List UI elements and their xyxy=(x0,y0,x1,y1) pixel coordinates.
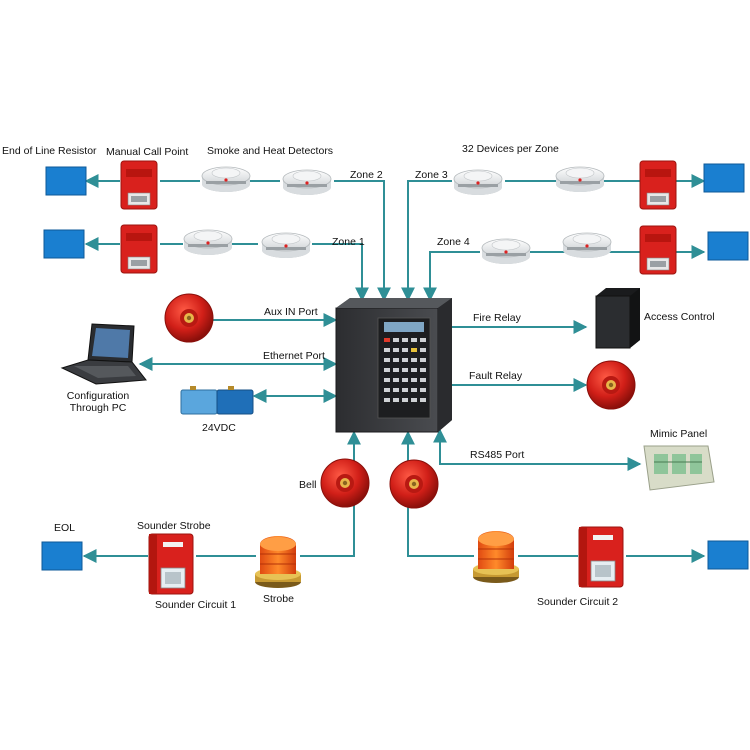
end-of-line-resistor-zone-4-icon xyxy=(707,231,749,261)
manual-call-point-zone-4-icon xyxy=(639,225,677,275)
heat-detector-zone-4-a-icon xyxy=(481,238,531,265)
zone-4-feed-line xyxy=(423,251,480,302)
zone-2-feed-line xyxy=(334,180,391,302)
sounder-circuit-2-label: Sounder Circuit 2 xyxy=(537,596,619,608)
zone-4-label: Zone 4 xyxy=(437,236,470,248)
end-of-line-resistor-zone-3-icon xyxy=(703,163,745,193)
laptop-icon xyxy=(60,323,147,385)
sounder-strobe-circuit-2-icon xyxy=(578,526,624,588)
fault-relay-bell-icon xyxy=(586,360,636,410)
heat-detector-zone-3-a-icon xyxy=(453,169,503,196)
end-of-line-resistor-sounder-circuit-2-icon xyxy=(707,540,749,570)
mimic-panel-icon xyxy=(643,445,715,491)
zone-3-feed-line xyxy=(401,180,452,302)
access-control-unit-icon xyxy=(595,288,640,349)
manual-call-point-zone-2-icon xyxy=(120,160,158,210)
strobe-circuit-1-icon xyxy=(254,535,302,589)
smoke-detector-zone-2-a-icon xyxy=(201,166,251,193)
zone-3-label: Zone 3 xyxy=(415,169,448,181)
end-of-line-resistor-zone-2-icon xyxy=(45,166,87,196)
manual-call-point-zone-3-icon xyxy=(639,160,677,210)
eol-sounder-circuit-1-icon xyxy=(41,541,83,571)
mimic-panel-label: Mimic Panel xyxy=(650,428,708,440)
smoke-detector-zone-3-b-icon xyxy=(555,166,605,193)
fire-alarm-control-panel-icon xyxy=(335,298,452,433)
aux-in-bell-icon xyxy=(164,293,214,343)
ethernet-port-label: Ethernet Port xyxy=(263,350,325,362)
configuration-pc-label: Configuration Through PC xyxy=(66,390,130,414)
smoke-detector-zone-1-a-icon xyxy=(183,229,233,256)
fire-relay-label: Fire Relay xyxy=(473,312,521,324)
manual-call-point-label: Manual Call Point xyxy=(106,146,189,158)
devices-per-zone-label: 32 Devices per Zone xyxy=(462,143,559,155)
dc-supply-label: 24VDC xyxy=(202,422,236,434)
sounder-circuit-2-bell-icon xyxy=(389,459,439,509)
sounder-strobe-circuit-1-icon xyxy=(148,533,194,595)
end-of-line-resistor-label: End of Line Resistor xyxy=(2,145,97,157)
zone-2-label: Zone 2 xyxy=(350,169,383,181)
rs485-port-label: RS485 Port xyxy=(470,449,525,461)
access-control-label: Access Control xyxy=(644,311,715,323)
sounder-circuit-1-bell-icon xyxy=(320,458,370,508)
strobe-circuit-2-icon xyxy=(472,530,520,584)
sounder-strobe-label: Sounder Strobe xyxy=(137,520,211,532)
bell-label: Bell xyxy=(299,479,317,491)
heat-detector-zone-1-b-icon xyxy=(261,232,311,259)
zone-1-label: Zone 1 xyxy=(332,236,365,248)
manual-call-point-zone-1-icon xyxy=(120,224,158,274)
end-of-line-resistor-zone-1-icon xyxy=(43,229,85,259)
heat-detector-zone-2-b-icon xyxy=(282,169,332,196)
smoke-heat-detectors-label: Smoke and Heat Detectors xyxy=(207,145,334,157)
battery-icon xyxy=(180,386,254,415)
connector-lines xyxy=(82,174,706,563)
smoke-detector-zone-4-b-icon xyxy=(562,232,612,259)
fault-relay-label: Fault Relay xyxy=(469,370,523,382)
eol-label: EOL xyxy=(54,522,76,534)
sounder-circuit-1-label: Sounder Circuit 1 xyxy=(155,599,237,611)
strobe-label: Strobe xyxy=(263,593,294,605)
zone-1-feed-line xyxy=(312,243,369,302)
rs485-line xyxy=(433,428,642,471)
aux-in-port-label: Aux IN Port xyxy=(264,306,318,318)
